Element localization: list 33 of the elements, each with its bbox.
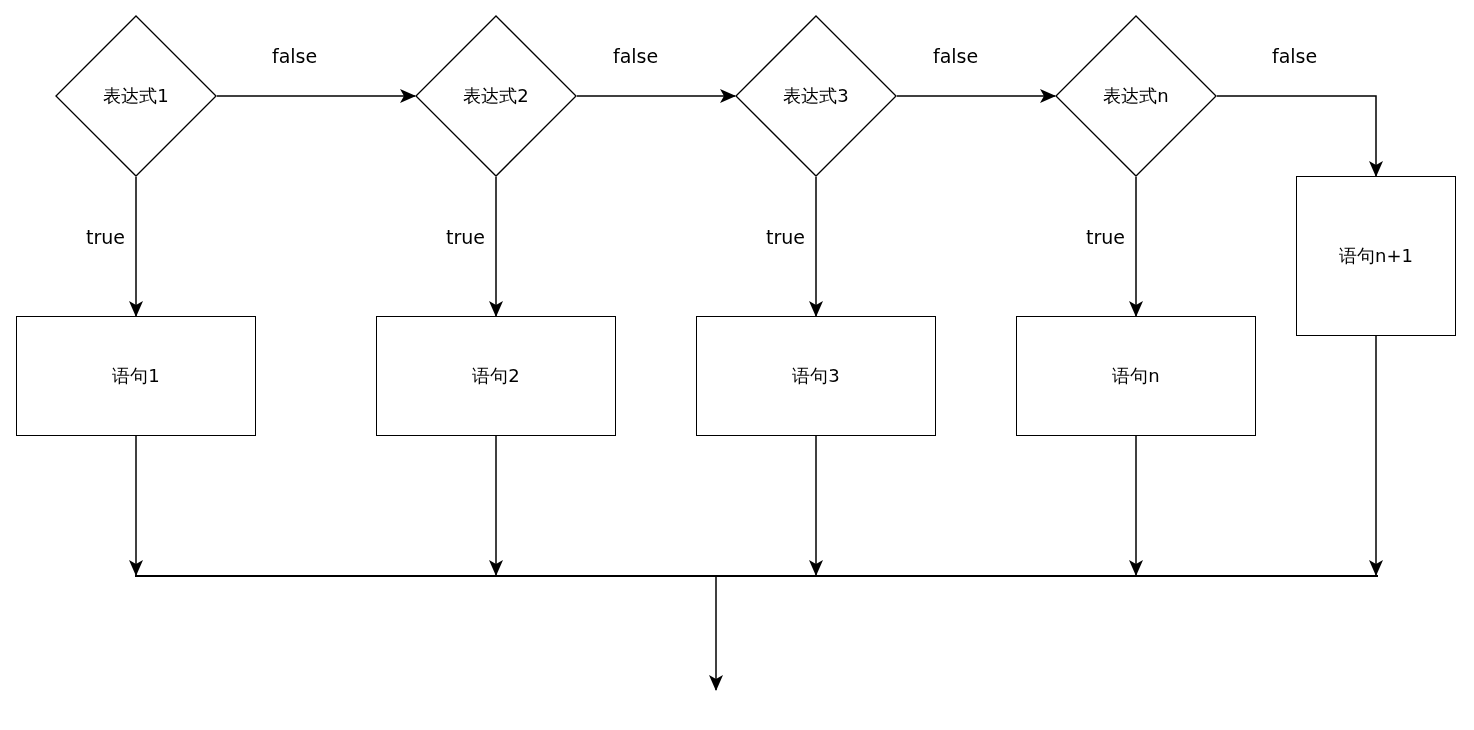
- node-text: 表达式1: [103, 84, 169, 108]
- node-text: 语句n: [1112, 364, 1160, 388]
- arrow: [896, 89, 1056, 103]
- process-box: [376, 316, 616, 436]
- node-text: 语句n+1: [1339, 244, 1413, 268]
- arrow: [1369, 335, 1383, 576]
- node-text: 表达式2: [463, 84, 529, 108]
- arrow: [576, 89, 736, 103]
- process-box: [1296, 176, 1456, 336]
- node-text: 语句1: [112, 364, 160, 388]
- arrow: [489, 435, 503, 576]
- node-text: 表达式3: [783, 84, 849, 108]
- decision-diamond: [735, 15, 897, 177]
- arrow: [129, 435, 143, 576]
- process-box: [1016, 316, 1256, 436]
- node-text: 表达式n: [1103, 84, 1169, 108]
- arrow: [489, 176, 503, 317]
- decision-diamond: [415, 15, 577, 177]
- arrow: [129, 176, 143, 317]
- arrow: [809, 176, 823, 317]
- process-box: [16, 316, 256, 436]
- process-box: [696, 316, 936, 436]
- arrow: [216, 89, 416, 103]
- arrow: [1129, 176, 1143, 317]
- decision-diamond: [1055, 15, 1217, 177]
- merge-line: [135, 575, 1378, 577]
- arrow: [1129, 435, 1143, 576]
- node-text: 语句2: [472, 364, 520, 388]
- node-text: 语句3: [792, 364, 840, 388]
- arrow: [1216, 95, 1383, 177]
- decision-diamond: [55, 15, 217, 177]
- arrow: [809, 435, 823, 576]
- arrow: [709, 576, 723, 691]
